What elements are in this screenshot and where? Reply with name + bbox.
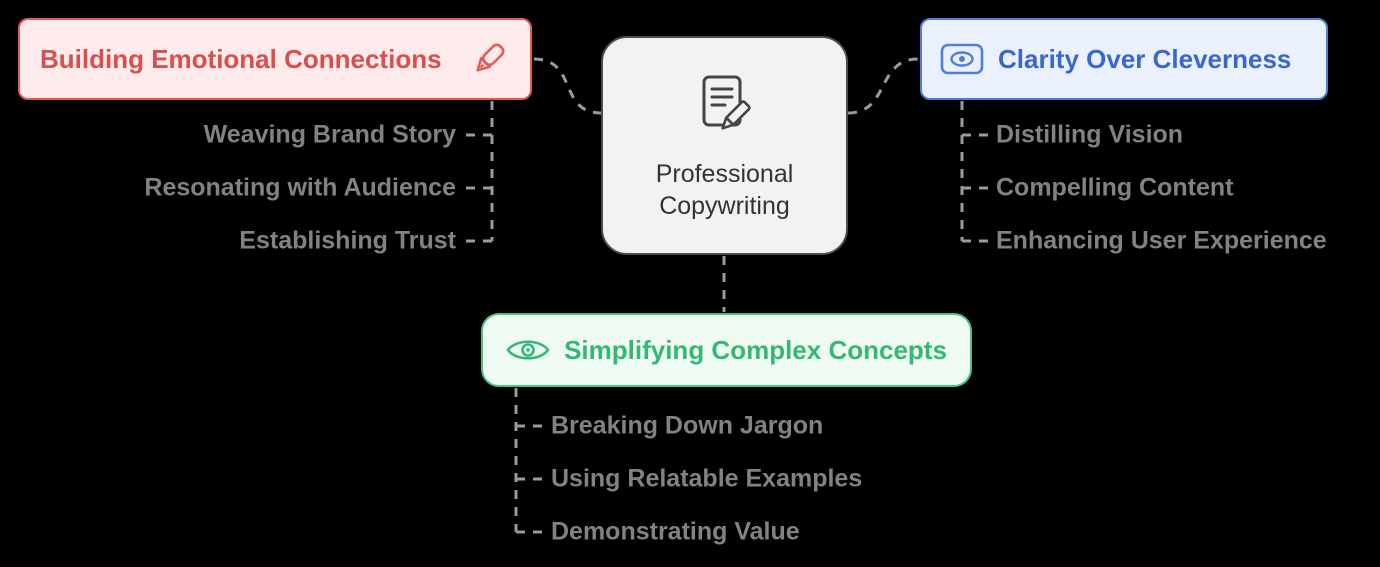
- node-professional-copywriting: Professional Copywriting: [601, 36, 848, 255]
- sub-item-resonating-with-audience: Resonating with Audience: [144, 173, 456, 202]
- sub-item-breaking-down-jargon: Breaking Down Jargon: [551, 411, 824, 440]
- node-building-emotional-connections: Building Emotional Connections: [18, 18, 532, 100]
- pen-icon: [476, 43, 505, 72]
- eye-icon: [506, 340, 550, 360]
- sub-item-distilling-vision: Distilling Vision: [996, 120, 1184, 149]
- node-clarity-over-cleverness: Clarity Over Cleverness: [920, 18, 1328, 100]
- document-pencil-icon: [702, 75, 751, 130]
- node-label: Building Emotional Connections: [40, 43, 442, 74]
- sub-item-enhancing-user-experience: Enhancing User Experience: [996, 226, 1327, 255]
- sub-item-establishing-trust: Establishing Trust: [239, 226, 456, 255]
- sub-item-compelling-content: Compelling Content: [996, 173, 1234, 202]
- connector-emotional-center: [533, 57, 602, 115]
- sub-item-demonstrating-value: Demonstrating Value: [551, 517, 800, 546]
- sub-item-weaving-brand-story: Weaving Brand Story: [203, 120, 456, 149]
- vision-eye-icon: [940, 43, 984, 75]
- node-label: Professional Copywriting: [655, 160, 794, 220]
- node-simplifying-complex-concepts: Simplifying Complex Concepts: [481, 313, 972, 387]
- node-label: Clarity Over Cleverness: [998, 43, 1292, 74]
- sub-item-using-relatable-examples: Using Relatable Examples: [551, 464, 863, 493]
- node-label: Simplifying Complex Concepts: [564, 334, 947, 365]
- connector-center-clarity: [847, 57, 919, 115]
